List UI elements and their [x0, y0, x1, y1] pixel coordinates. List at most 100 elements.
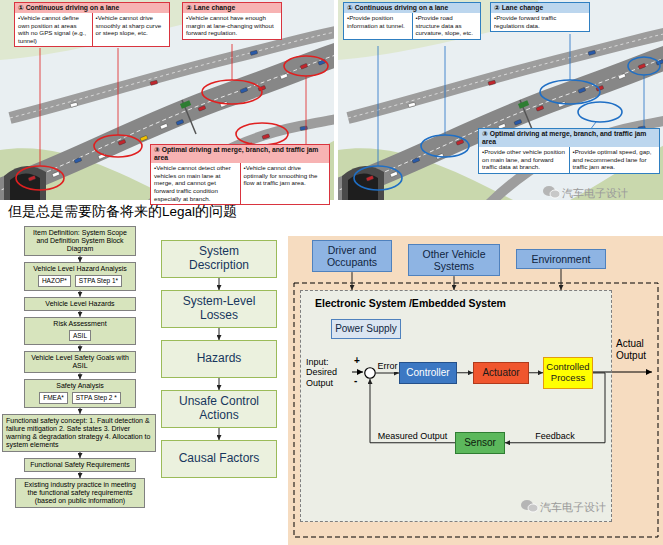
callout-box: ② Lane change•Vehicle cannot have enough… — [182, 2, 282, 40]
process-box: Vehicle Level Hazards — [24, 297, 136, 311]
leader-line — [306, 76, 307, 150]
summing-junction-shape — [364, 367, 376, 379]
callout-bullet: •Provide road structure data as curvatur… — [412, 13, 481, 39]
wechat-icon — [521, 500, 538, 512]
actuator-box: Actuator — [473, 362, 529, 384]
box-label: Electronic System /Embedded System — [315, 297, 597, 309]
callout-body: •Vehicle cannot have enough margin at la… — [183, 13, 281, 39]
box-label: Unsafe Control Actions — [168, 395, 270, 423]
method-box: HAZOP* — [38, 275, 71, 286]
box-label: Controller — [402, 367, 454, 379]
leader-line — [378, 46, 379, 166]
callout-bullet: •Provide optimal speed, gap, and recomme… — [569, 147, 660, 173]
scene-right — [338, 0, 663, 200]
input-arrow — [352, 372, 363, 373]
connector-arrow — [370, 379, 455, 443]
box-label: Vehicle Level Hazard Analysis — [28, 265, 132, 273]
context-box: Environment — [516, 249, 606, 269]
box-label: Environment — [521, 253, 601, 265]
highlight-ellipse — [578, 102, 622, 122]
method-box: ASIL — [69, 330, 91, 341]
connector-arrow — [529, 372, 543, 373]
callout-box: ① Continuous driving on a lane•Provide p… — [343, 2, 481, 40]
context-box: Other Vehicle Systems — [408, 244, 500, 276]
scene-left — [0, 0, 334, 200]
power-supply-box: Power Supply — [331, 319, 401, 339]
callout-heading: ① Continuous driving on a lane — [15, 3, 169, 13]
leader-line — [232, 44, 233, 80]
connector-arrow — [457, 372, 473, 373]
callout-bullet: •Vehicle cannot drive smoothly at sharp … — [92, 13, 170, 46]
process-box: Item Definition: System Scope and Defini… — [24, 226, 136, 256]
process-box: Vehicle Level Safety Goals with ASIL — [24, 351, 136, 373]
highlight-ellipse — [284, 56, 328, 76]
callout-bullet: •Vehicle cannot have enough margin at la… — [183, 13, 281, 39]
connector-arrow — [376, 373, 399, 374]
connector-arrow — [219, 378, 220, 390]
box-label: Item Definition: System Scope and Defini… — [28, 229, 132, 253]
highlight-ellipse — [94, 135, 142, 157]
box-label: System-Level Losses — [168, 295, 270, 323]
connector-arrow — [561, 269, 562, 290]
box-label: Functional safety concept: 1. Fault dete… — [6, 417, 152, 449]
box-label: FMEA* — [43, 394, 64, 401]
box-label: Risk Assessment — [28, 320, 132, 328]
callout-box: ① Continuous driving on a lane•Vehicle c… — [14, 2, 170, 47]
sign-label: + — [354, 356, 360, 366]
box-label: Functional Safety Requirements — [28, 461, 132, 469]
callout-body: •Provide other vehicle position on main … — [479, 147, 659, 173]
callout-heading: ③ Optimal driving at merge, branch, and … — [151, 145, 329, 163]
connector-arrow — [219, 428, 220, 440]
process-box: Vehicle Level Hazard AnalysisHAZOP* STPA … — [24, 262, 136, 291]
highway-scene — [0, 0, 334, 200]
watermark: 汽车电子设计 — [540, 500, 606, 515]
leader-line — [118, 48, 119, 135]
step-box: Unsafe Control Actions — [161, 390, 277, 428]
box-label: Hazards — [197, 352, 242, 366]
box-label: Power Supply — [334, 323, 398, 335]
edge-label: Measured Output — [377, 432, 449, 442]
sign-label: - — [354, 376, 357, 386]
system-fill — [300, 290, 612, 522]
callout-bullet: •Provide forward traffic regulations dat… — [491, 13, 589, 31]
callout-heading: ① Continuous driving on a lane — [344, 3, 480, 13]
note-text: 但是总是需要防备将来的Legal的问题 — [8, 203, 237, 221]
connector-arrow — [219, 278, 220, 290]
highlight-ellipse — [236, 123, 288, 145]
box-label: Existing industry practice in meeting th… — [19, 481, 141, 505]
edge-label: Feedback — [534, 432, 576, 442]
sensor-box: Sensor — [455, 432, 505, 454]
highway-scene — [338, 0, 663, 200]
callout-heading: ③ Optimal driving at merge, branch, and … — [479, 129, 659, 147]
callout-body: •Provide forward traffic regulations dat… — [491, 13, 589, 31]
step-box: Causal Factors — [161, 440, 277, 478]
watermark: 汽车电子设计 — [562, 186, 628, 201]
callout-body: •Provide position information at tunnel.… — [344, 13, 480, 39]
context-background — [288, 236, 663, 545]
process-box: Functional Safety Requirements — [24, 458, 136, 472]
callout-heading: ② Lane change — [491, 3, 589, 13]
system-boundary — [294, 283, 658, 537]
edge-label: Error — [377, 362, 399, 372]
process-box: Existing industry practice in meeting th… — [15, 478, 145, 508]
connector-arrow — [352, 272, 353, 290]
box-label: HAZOP* — [42, 277, 67, 284]
box-label: Safety Analysis — [28, 382, 132, 390]
solution-areas — [354, 57, 660, 190]
wechat-icon — [543, 186, 560, 198]
callout-box: ③ Optimal driving at merge, branch, and … — [150, 144, 330, 205]
signal-label: Actual Output — [616, 338, 656, 361]
summing-junction: +- — [364, 367, 376, 379]
box-label: STPA Step 1* — [79, 277, 118, 284]
step-box: System Description — [161, 240, 277, 278]
highlight-ellipse — [202, 80, 262, 104]
junction-circle — [365, 368, 376, 379]
box-label: STPA Step 2 * — [76, 394, 117, 401]
controller-box: Controller — [399, 362, 457, 384]
callout-bullet: •Vehicle cannot define own position at a… — [15, 13, 92, 46]
process-box: Controlled Process — [543, 357, 593, 389]
box-label: Controlled Process — [546, 362, 590, 384]
method-box: FMEA* — [39, 392, 68, 403]
box-label: ASIL — [73, 332, 87, 339]
highlight-ellipse — [540, 80, 600, 104]
